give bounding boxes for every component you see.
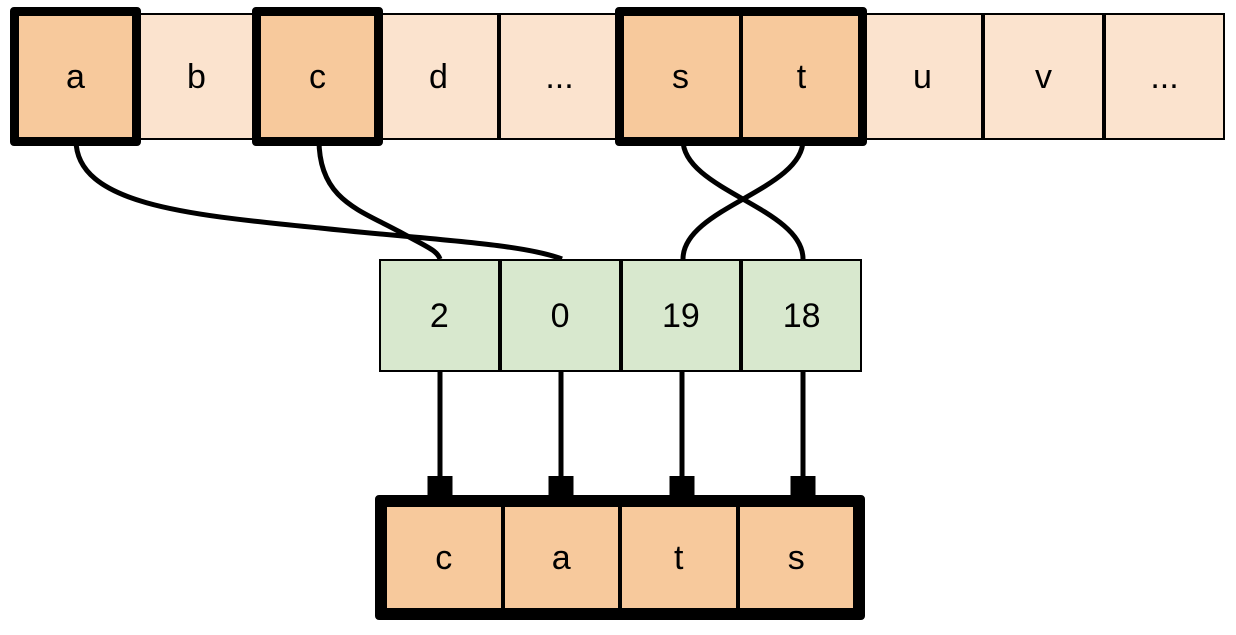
output-cell[interactable]: s bbox=[737, 505, 855, 610]
alphabet-cell[interactable]: ... bbox=[499, 13, 620, 140]
alphabet-cell[interactable]: d bbox=[378, 13, 499, 140]
output-cell[interactable]: a bbox=[502, 505, 620, 610]
alphabet-cell[interactable]: t bbox=[741, 13, 862, 140]
output-cell[interactable]: t bbox=[620, 505, 738, 610]
curve-s-to-18 bbox=[680, 139, 806, 260]
alphabet-cell[interactable]: u bbox=[862, 13, 983, 140]
curve-t-to-19 bbox=[680, 139, 806, 260]
index-cell[interactable]: 2 bbox=[379, 259, 500, 372]
alphabet-cell[interactable]: s bbox=[620, 13, 741, 140]
index-cell[interactable]: 0 bbox=[499, 259, 621, 372]
alphabet-cell[interactable]: b bbox=[136, 13, 257, 140]
output-cell[interactable]: c bbox=[385, 505, 503, 610]
alphabet-cell[interactable]: v bbox=[983, 13, 1104, 140]
alphabet-cell[interactable]: ... bbox=[1104, 13, 1225, 140]
index-cell[interactable]: 18 bbox=[741, 259, 862, 372]
alphabet-cell[interactable]: c bbox=[257, 13, 378, 140]
curve-c-to-2 bbox=[316, 139, 443, 261]
alphabet-cell[interactable]: a bbox=[15, 13, 136, 140]
index-cell[interactable]: 19 bbox=[620, 259, 742, 372]
curve-a-to-0 bbox=[73, 139, 563, 262]
